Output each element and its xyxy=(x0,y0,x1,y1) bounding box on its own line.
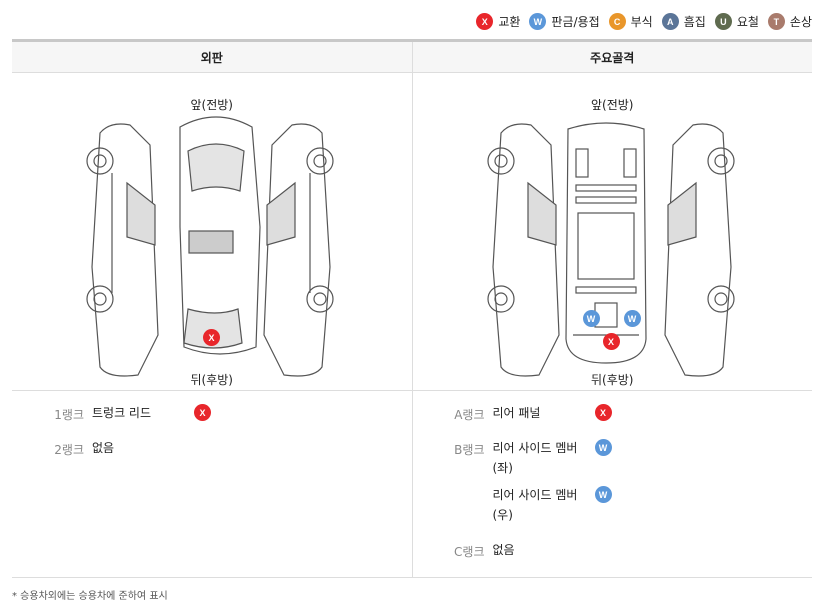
frame-rank-list: A랭크 리어 패널 X B랭크 리어 사이드 멤버 (좌) W 리어 사이드 멤버 (우… xyxy=(413,391,813,578)
weld-badge-icon: W xyxy=(594,486,612,503)
exchange-badge-icon: X xyxy=(194,404,211,421)
weld-badge-icon: W xyxy=(529,13,547,30)
rank-row: A랭크 리어 패널 X xyxy=(413,404,813,441)
car-frame-diagram-icon xyxy=(486,122,735,377)
front-label: 앞(전방) xyxy=(190,98,233,112)
rank-row: C랭크 없음 xyxy=(413,543,813,578)
rear-panel-exchange-marker[interactable]: X xyxy=(602,333,620,350)
rear-side-member-left-weld-marker[interactable]: W xyxy=(582,310,600,327)
part-name: 리어 사이드 멤버 (좌) xyxy=(492,441,578,475)
rank-row: 2랭크 없음 xyxy=(12,441,412,476)
corrosion-badge-icon: C xyxy=(608,13,626,30)
rank-label: 2랭크 xyxy=(54,443,84,457)
rear-label: 뒤(후방) xyxy=(591,373,634,387)
rank-row: B랭크 리어 사이드 멤버 (좌) W xyxy=(413,439,813,488)
damage-badge-icon: T xyxy=(767,13,785,30)
legend-dent: U 요철 xyxy=(714,13,759,30)
part-name: 트렁크 리드 xyxy=(92,406,152,420)
legend-label: 판금/용접 xyxy=(551,15,600,29)
legend-sheet-metal: W 판금/용접 xyxy=(529,13,600,30)
legend-scratch: A 흠집 xyxy=(661,13,706,30)
legend-label: 손상 xyxy=(789,15,812,29)
rear-label: 뒤(후방) xyxy=(190,373,233,387)
frame-header: 주요골격 xyxy=(590,50,635,65)
rank-label: 1랭크 xyxy=(54,408,84,422)
part-name: 없음 xyxy=(492,543,515,557)
legend-label: 흠집 xyxy=(683,15,706,29)
part-name: 리어 패널 xyxy=(492,406,541,420)
dent-badge-icon: U xyxy=(714,13,732,30)
damage-legend: X 교환 W 판금/용접 C 부식 A 흠집 U 요철 T 손상 xyxy=(476,13,812,30)
rank-label: C랭크 xyxy=(454,545,485,559)
exchange-badge-icon: X xyxy=(594,404,612,421)
legend-label: 요철 xyxy=(736,15,759,29)
exterior-column: 앞(전방) X 뒤(후방) 1랭크 트렁크 리드 X 2랭크 없음 xyxy=(12,73,413,578)
legend-damage: T 손상 xyxy=(767,13,812,30)
legend-label: 교환 xyxy=(498,15,521,29)
trunk-lid-exchange-marker[interactable]: X xyxy=(203,329,220,346)
rank-row: 리어 사이드 멤버 (우) W xyxy=(413,486,813,543)
footnote: * 승용차외에는 승용차에 준하여 표시 xyxy=(12,591,168,602)
rank-label: A랭크 xyxy=(454,408,485,422)
weld-badge-icon: W xyxy=(594,439,612,456)
rank-row: 1랭크 트렁크 리드 X xyxy=(12,404,412,441)
part-name: 리어 사이드 멤버 (우) xyxy=(492,488,578,522)
legend-label: 부식 xyxy=(630,15,653,29)
scratch-badge-icon: A xyxy=(661,13,679,30)
exterior-rank-list: 1랭크 트렁크 리드 X 2랭크 없음 xyxy=(12,391,412,476)
frame-diagram: 앞(전방) W W X 뒤(후방) xyxy=(412,73,812,391)
legend-corrosion: C 부식 xyxy=(608,13,653,30)
front-label: 앞(전방) xyxy=(591,98,634,112)
car-exterior-diagram-icon xyxy=(86,116,334,377)
exterior-diagram: 앞(전방) X 뒤(후방) xyxy=(12,73,412,391)
exchange-badge-icon: X xyxy=(476,13,494,30)
legend-exchange: X 교환 xyxy=(476,13,520,30)
rank-label xyxy=(413,488,493,543)
exterior-header: 외판 xyxy=(12,42,413,72)
rank-label: B랭크 xyxy=(454,443,485,457)
rear-side-member-right-weld-marker[interactable]: W xyxy=(623,310,641,327)
part-name: 없음 xyxy=(92,441,115,455)
